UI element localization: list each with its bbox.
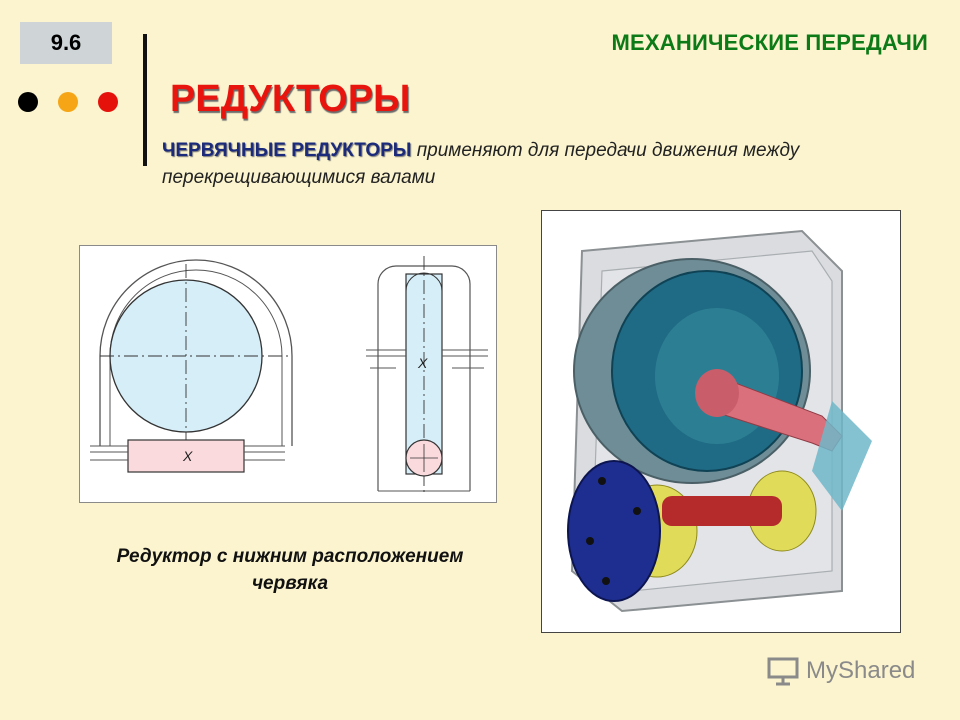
slide-number-badge: 9.6 bbox=[20, 22, 112, 64]
watermark-text: MyShared bbox=[806, 657, 916, 684]
nav-dot-black[interactable] bbox=[18, 92, 38, 112]
watermark: MyShared bbox=[766, 656, 915, 686]
caption-line-2: червяка bbox=[251, 573, 329, 594]
presentation-icon bbox=[767, 657, 799, 686]
page-title: РЕДУКТОРЫ bbox=[170, 78, 411, 120]
gearbox-3d-image bbox=[541, 210, 901, 633]
section-title: МЕХАНИЧЕСКИЕ ПЕРЕДАЧИ bbox=[611, 30, 928, 55]
nav-dot-red[interactable] bbox=[98, 92, 118, 112]
gearbox-render bbox=[567, 229, 872, 613]
wheel-label: X bbox=[417, 355, 428, 371]
header-divider bbox=[143, 34, 147, 166]
nav-dot-orange[interactable] bbox=[58, 92, 78, 112]
drawing-caption: Редуктор с нижним расположением червяка bbox=[40, 543, 540, 597]
description-text: применяют для передачи движения между пе… bbox=[162, 140, 800, 188]
worm-label: X bbox=[182, 448, 193, 464]
description-highlight: ЧЕРВЯЧНЫЕ РЕДУКТОРЫ bbox=[162, 140, 412, 161]
schematic-drawing: X X bbox=[90, 256, 488, 496]
gearbox-schematic: X X bbox=[79, 245, 497, 503]
caption-line-1: Редуктор с нижним расположением bbox=[116, 546, 464, 567]
description: ЧЕРВЯЧНЫЕ РЕДУКТОРЫ применяют для переда… bbox=[162, 137, 942, 191]
